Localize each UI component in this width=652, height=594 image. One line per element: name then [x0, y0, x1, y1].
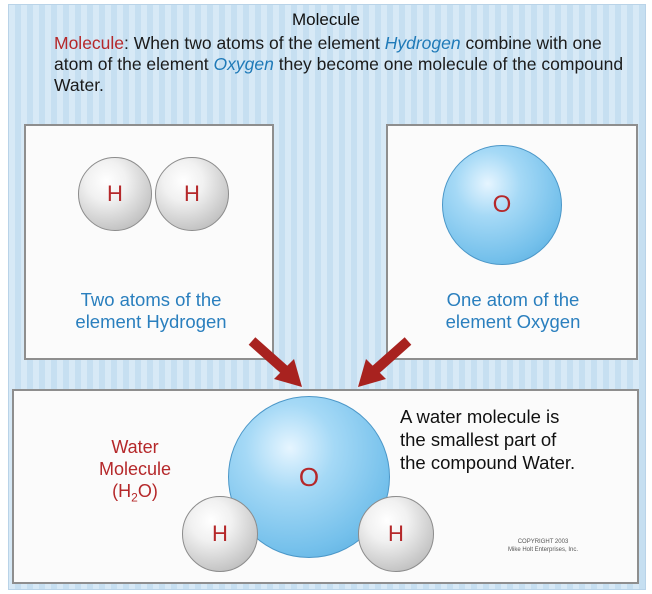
- copyright-notice: COPYRIGHT 2003 Mike Holt Enterprises, In…: [478, 538, 608, 554]
- copyright-line-2: Mike Holt Enterprises, Inc.: [507, 547, 579, 553]
- water-desc-line-1: A water molecule is: [400, 406, 560, 427]
- water-hydrogen-right-symbol: H: [388, 521, 404, 546]
- intro-part-3: they become one molecule of the compound…: [54, 54, 624, 95]
- water-hydrogen-atom-left: H: [182, 496, 258, 572]
- arrow-left-icon: [248, 337, 302, 387]
- water-hydrogen-atom-right: H: [358, 496, 434, 572]
- water-molecule-label: Water Molecule (H2O): [80, 436, 190, 509]
- oxygen-label-line-2: element Oxygen: [445, 311, 581, 332]
- hydrogen-atom-1-symbol: H: [107, 181, 123, 206]
- water-oxygen-symbol: O: [298, 461, 320, 492]
- hydrogen-atom-2: H: [155, 157, 229, 231]
- arrow-right-icon: [358, 337, 412, 387]
- formula-prefix: (H: [112, 481, 132, 501]
- intro-lead: Molecule: [54, 33, 125, 53]
- hydrogen-label-line-2: element Hydrogen: [75, 311, 227, 332]
- oxygen-label-line-1: One atom of the: [446, 289, 580, 310]
- formula-suffix: O): [137, 481, 158, 501]
- water-desc-line-2: the smallest part of: [400, 429, 557, 450]
- hydrogen-atom-2-symbol: H: [184, 181, 200, 206]
- intro-part-1: : When two atoms of the element: [124, 33, 385, 53]
- water-formula: (H2O): [80, 480, 190, 509]
- hydrogen-panel: [24, 124, 274, 360]
- water-desc-line-3: the compound Water.: [400, 452, 576, 473]
- intro-oxygen: Oxygen: [213, 54, 274, 74]
- intro-hydrogen: Hydrogen: [384, 33, 461, 53]
- diagram-title: Molecule: [291, 10, 361, 29]
- water-label-line-1: Water: [111, 437, 159, 457]
- water-label-line-2: Molecule: [98, 459, 172, 479]
- formula-subscript: 2: [131, 490, 138, 505]
- water-description: A water molecule is the smallest part of…: [400, 405, 640, 474]
- hydrogen-atom-1: H: [78, 157, 152, 231]
- intro-part-2: combine with one atom of the element: [54, 33, 602, 74]
- oxygen-atom-symbol: O: [492, 191, 512, 218]
- water-hydrogen-left-symbol: H: [212, 521, 228, 546]
- combine-arrows: [248, 337, 412, 387]
- hydrogen-label-line-1: Two atoms of the: [80, 289, 222, 310]
- intro-text: Molecule: When two atoms of the element …: [54, 33, 624, 96]
- copyright-line-1: COPYRIGHT 2003: [517, 539, 569, 545]
- hydrogen-panel-label: Two atoms of the element Hydrogen: [36, 289, 266, 333]
- oxygen-atom: O: [442, 145, 562, 265]
- oxygen-panel-label: One atom of the element Oxygen: [398, 289, 628, 333]
